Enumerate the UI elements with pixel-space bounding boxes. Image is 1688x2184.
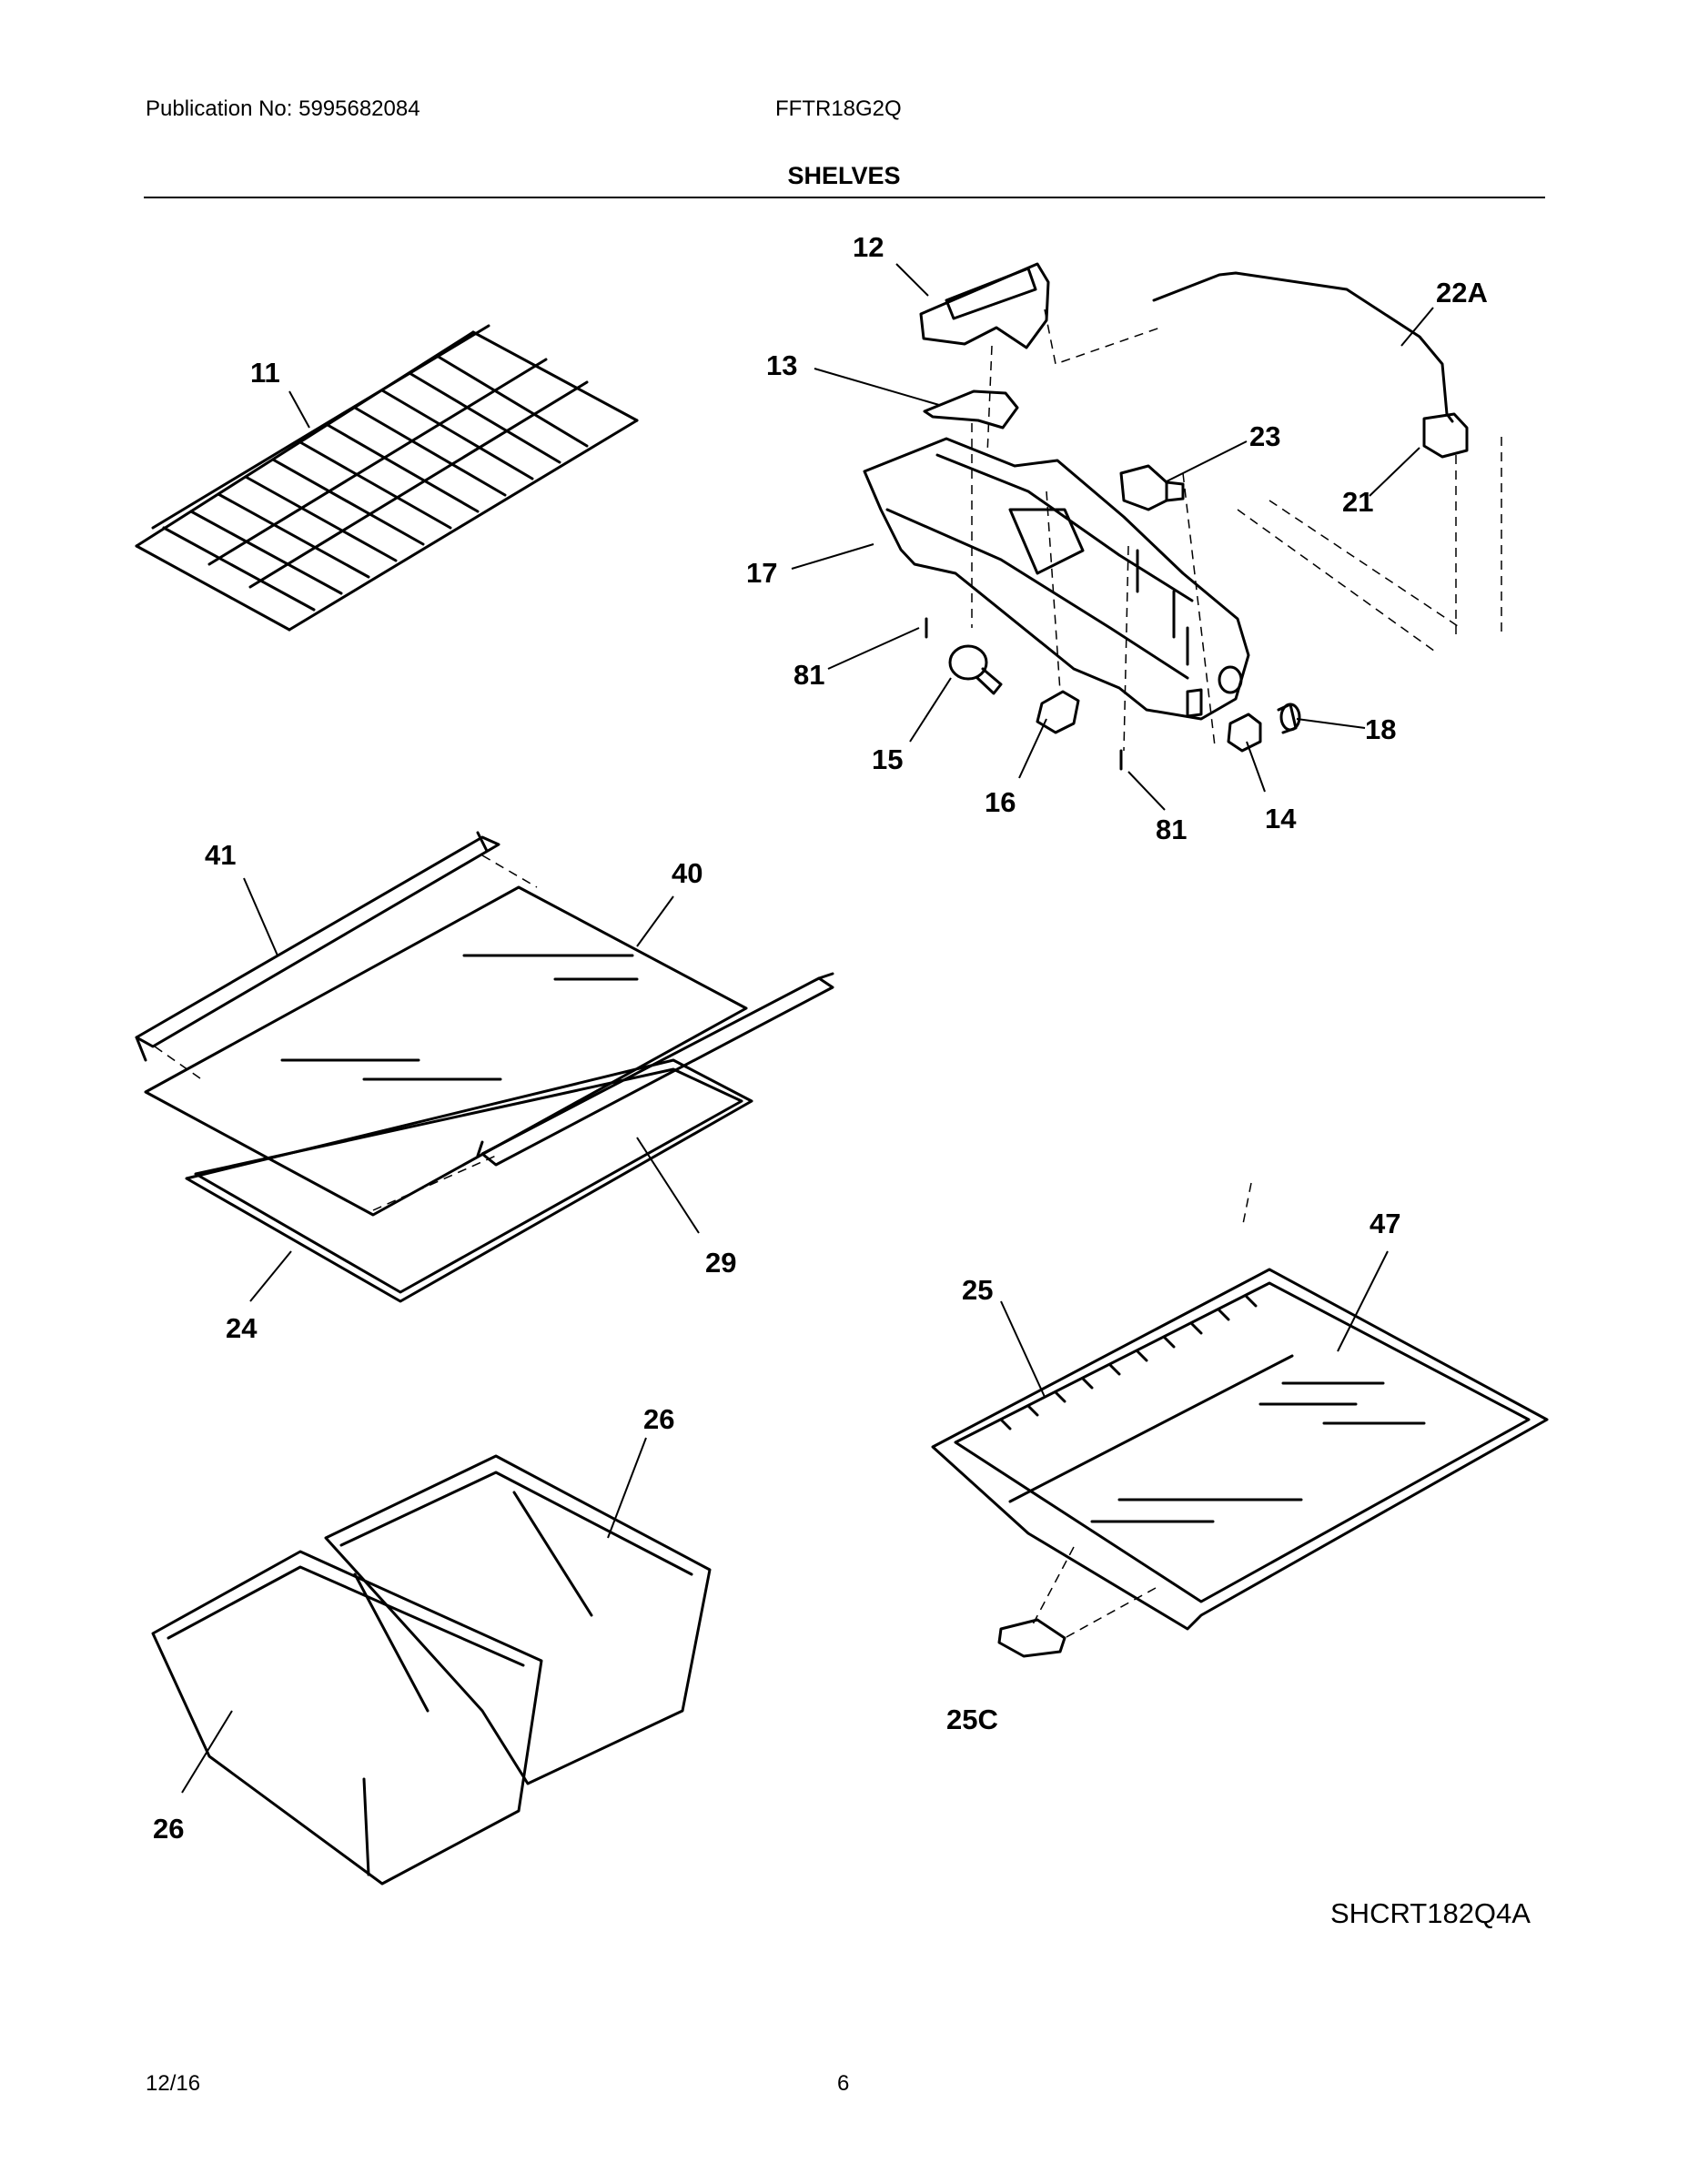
publication-number: Publication No: 5995682084 — [146, 96, 420, 121]
leader-40 — [636, 895, 674, 947]
leader-26-lower — [181, 1710, 233, 1794]
callout-40: 40 — [672, 857, 702, 889]
model-number: FFTR18G2Q — [775, 96, 902, 121]
callout-18: 18 — [1365, 713, 1396, 745]
callout-14: 14 — [1265, 803, 1297, 834]
callout-29: 29 — [705, 1247, 736, 1279]
leader-15 — [909, 677, 952, 743]
leader-17 — [791, 543, 874, 570]
callout-17: 17 — [746, 557, 777, 589]
callout-21: 21 — [1342, 486, 1373, 518]
leader-18 — [1296, 718, 1366, 729]
leader-13 — [814, 368, 940, 406]
leader-24 — [249, 1250, 292, 1302]
callout-81-upper: 81 — [793, 659, 824, 691]
dashed-guide-lines — [154, 308, 1502, 1639]
callout-12: 12 — [853, 231, 884, 263]
callout-13: 13 — [766, 349, 797, 381]
callout-15: 15 — [872, 743, 903, 775]
knob-drawing — [1277, 703, 1301, 734]
leader-16 — [1018, 718, 1047, 779]
header-rule — [144, 197, 1545, 198]
callout-26-lower: 26 — [153, 1813, 184, 1845]
page-title: SHELVES — [787, 162, 901, 189]
glass-shelf-assembly-drawing — [135, 831, 834, 1303]
leader-81-upper — [827, 627, 920, 670]
callout-11: 11 — [250, 357, 280, 389]
leader-11 — [288, 390, 310, 429]
callout-25c: 25C — [946, 1704, 998, 1735]
socket-drawing — [1036, 690, 1080, 734]
drawer-cover-drawing — [931, 1268, 1549, 1631]
wire-shelf-drawing — [135, 324, 639, 632]
callout-47: 47 — [1370, 1208, 1400, 1239]
part-13-drawing — [923, 389, 1019, 430]
leader-81-lower — [1127, 771, 1166, 811]
bulb-drawing — [948, 644, 1003, 695]
leader-14 — [1246, 741, 1266, 793]
leader-25 — [1000, 1300, 1046, 1398]
clip-25c-drawing — [997, 1618, 1066, 1658]
light-housing-drawing — [863, 437, 1250, 721]
callout-41: 41 — [205, 839, 236, 871]
callout-16: 16 — [985, 786, 1016, 818]
part-12-drawing — [919, 262, 1050, 349]
callout-81-lower: 81 — [1156, 814, 1187, 845]
leader-22a — [1400, 307, 1434, 347]
leader-29 — [636, 1137, 700, 1234]
leader-21 — [1369, 447, 1420, 497]
drawing-code: SHCRT182Q4A — [1330, 1897, 1531, 1929]
leader-12 — [895, 263, 929, 297]
callout-26-upper: 26 — [643, 1403, 674, 1435]
leader-26-upper — [607, 1437, 647, 1539]
callout-22a: 22A — [1436, 277, 1488, 308]
part-21-22a-drawing — [1152, 271, 1469, 459]
crisper-drawers-drawing — [151, 1454, 712, 1886]
leader-23 — [1164, 440, 1248, 483]
footer-date: 12/16 — [146, 2071, 201, 2096]
callout-23: 23 — [1249, 420, 1280, 452]
leader-41 — [243, 877, 278, 956]
callout-25: 25 — [962, 1274, 993, 1306]
switch-drawing — [1227, 713, 1262, 753]
callout-24: 24 — [226, 1312, 258, 1344]
page-number: 6 — [837, 2071, 850, 2096]
part-23-drawing — [1119, 464, 1185, 511]
leader-47 — [1337, 1250, 1389, 1352]
